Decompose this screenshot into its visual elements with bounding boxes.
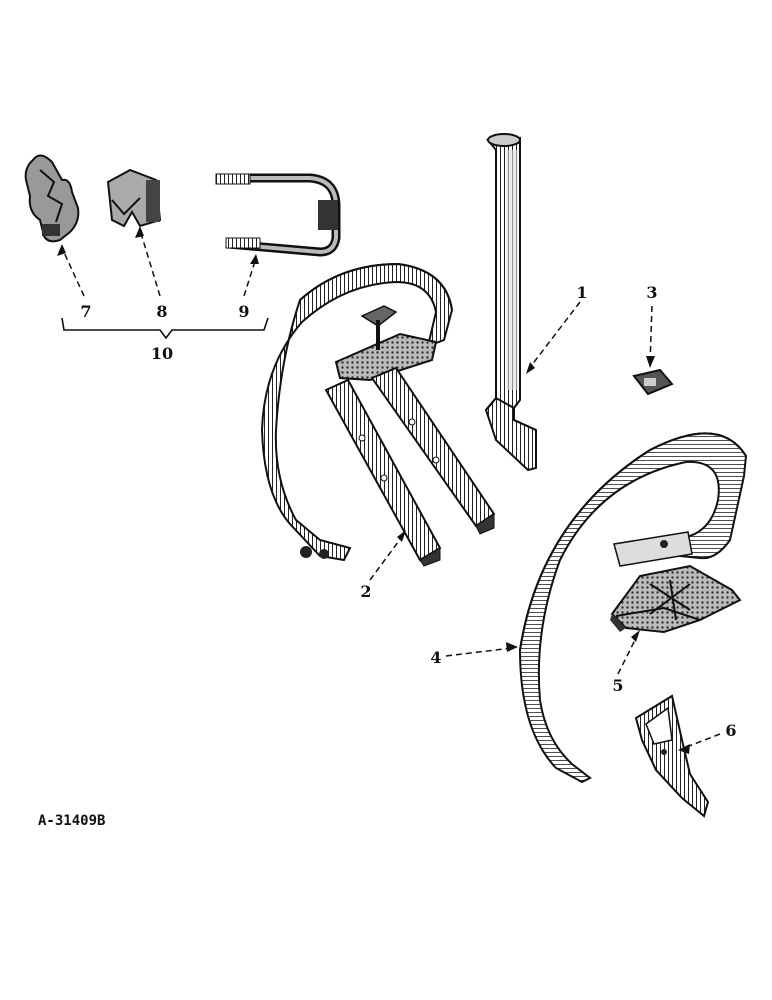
leader-5-arrow <box>631 630 640 642</box>
callout-2: 2 <box>360 582 372 601</box>
part-3-nut <box>632 368 674 396</box>
leader-6-arrow <box>678 744 690 754</box>
callout-10: 10 <box>150 344 174 363</box>
part-1-shank <box>484 133 537 472</box>
part-left-mount-bracket <box>334 305 438 382</box>
figure-id-label: A-31409B <box>38 813 106 829</box>
part-4-spring <box>518 432 748 784</box>
callout-9: 9 <box>238 302 250 321</box>
part-7-clip <box>24 154 80 243</box>
group-10-brace <box>61 317 269 340</box>
leader-2-arrow <box>397 530 406 542</box>
leader-1-arrow <box>526 362 535 374</box>
leader-1 <box>527 301 581 371</box>
callout-3: 3 <box>646 283 658 302</box>
leader-4-arrow <box>506 642 518 652</box>
callout-1: 1 <box>576 283 588 302</box>
part-9-u-bolt <box>215 173 341 257</box>
callout-5: 5 <box>612 676 624 695</box>
callout-7: 7 <box>80 302 92 321</box>
callout-6: 6 <box>725 721 737 740</box>
part-8-bracket <box>106 168 162 228</box>
part-2-plates <box>324 366 496 567</box>
leader-arrows-group-10 <box>57 226 259 264</box>
part-5-mount-plate <box>610 564 742 634</box>
part-6-point <box>634 694 710 818</box>
leader-4 <box>445 647 513 657</box>
callout-4: 4 <box>430 648 442 667</box>
part-spring-left <box>260 262 454 562</box>
leader-2 <box>369 533 405 581</box>
leader-6 <box>683 733 721 749</box>
callout-8: 8 <box>156 302 168 321</box>
leader-3-arrow <box>646 356 655 368</box>
leader-3 <box>649 305 653 365</box>
leaders-group-10 <box>61 229 257 297</box>
leader-5 <box>617 633 639 675</box>
